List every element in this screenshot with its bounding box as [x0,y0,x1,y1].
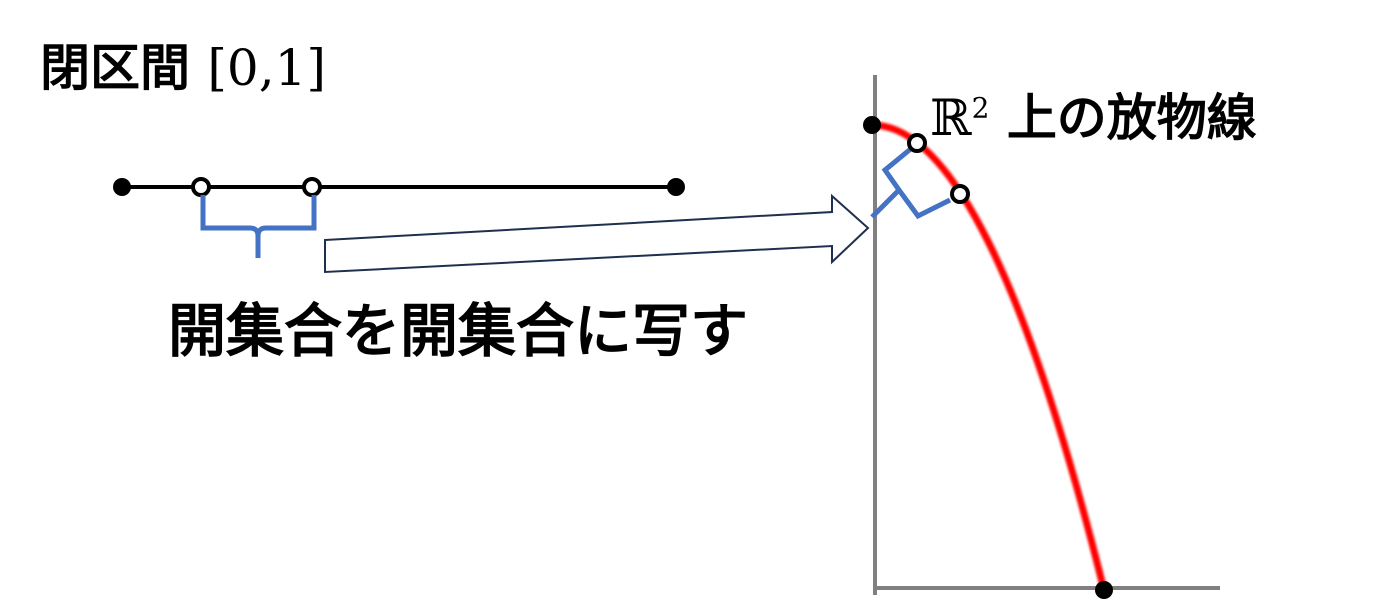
interval-endpoint-0 [113,178,131,196]
curve-brace [870,145,952,220]
open-point-left [191,177,211,197]
interval-title-math: [0,1] [207,39,326,97]
caption: 開集合を開集合に写す [168,297,749,365]
interval-title: 閉区間 [0,1] [40,28,326,100]
curve-label: ℝ2 上の放物線 [930,78,1257,150]
mapping-arrow [324,193,870,274]
curve-open-point-1 [907,133,927,153]
interval-brace [200,195,317,258]
curve-label-space: ℝ [930,89,972,147]
curve-label-exponent: 2 [971,91,990,125]
open-point-right [302,177,322,197]
curve-open-point-2 [950,184,970,204]
curve-endpoint-start [863,116,881,134]
interval-title-text: 閉区間 [40,39,190,97]
curve-endpoint-end [1095,581,1113,599]
parabola-curve [871,121,1108,591]
interval-endpoint-1 [667,178,685,196]
curve-label-text: 上の放物線 [1006,89,1257,147]
